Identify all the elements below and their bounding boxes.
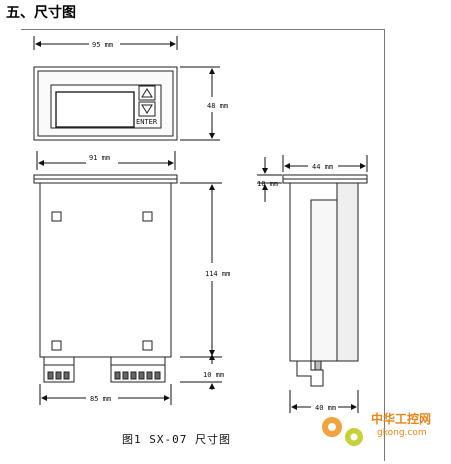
dim-95: [33, 36, 178, 50]
front-height-label: 48 mm: [207, 102, 228, 110]
dim-48: [180, 66, 220, 141]
side-width-label: 44 mm: [312, 163, 333, 171]
drawing-frame: [21, 29, 385, 461]
display-window: [55, 91, 135, 128]
watermark-name: 中华工控网: [371, 412, 432, 426]
watermark-url: gkong.com: [377, 428, 427, 438]
figure-caption: 图1 SX-07 尺寸图: [122, 433, 231, 446]
dim-91: [36, 151, 176, 170]
terminal-height-label: 10 mm: [203, 371, 224, 379]
bottom-width-label: 85 mm: [90, 395, 111, 403]
dim-114: [180, 182, 222, 358]
up-arrow-icon: [141, 88, 153, 98]
side-top-height-label: 10 mm: [257, 180, 278, 188]
front-width-label: 95 mm: [92, 41, 113, 49]
front-panel-view: [33, 66, 178, 141]
gear-logo-icon: [322, 417, 363, 446]
up-button: [138, 85, 156, 101]
side-bottom-width-label: 40 mm: [315, 404, 336, 412]
dim-85: [39, 384, 172, 405]
side-view: [282, 174, 368, 387]
dim-40: [289, 390, 359, 413]
section-heading: 五、尺寸图: [6, 5, 76, 21]
body-height-label: 114 mm: [205, 270, 230, 278]
down-button: [138, 101, 156, 117]
dim-10-side: [257, 157, 282, 202]
down-arrow-icon: [141, 104, 153, 114]
enter-key-label: ENTER: [136, 118, 158, 126]
dim-44: [282, 155, 368, 172]
flange-width-label: 91 mm: [89, 154, 110, 162]
dim-10-terminal: [180, 354, 222, 390]
body-top-view: [33, 174, 178, 383]
